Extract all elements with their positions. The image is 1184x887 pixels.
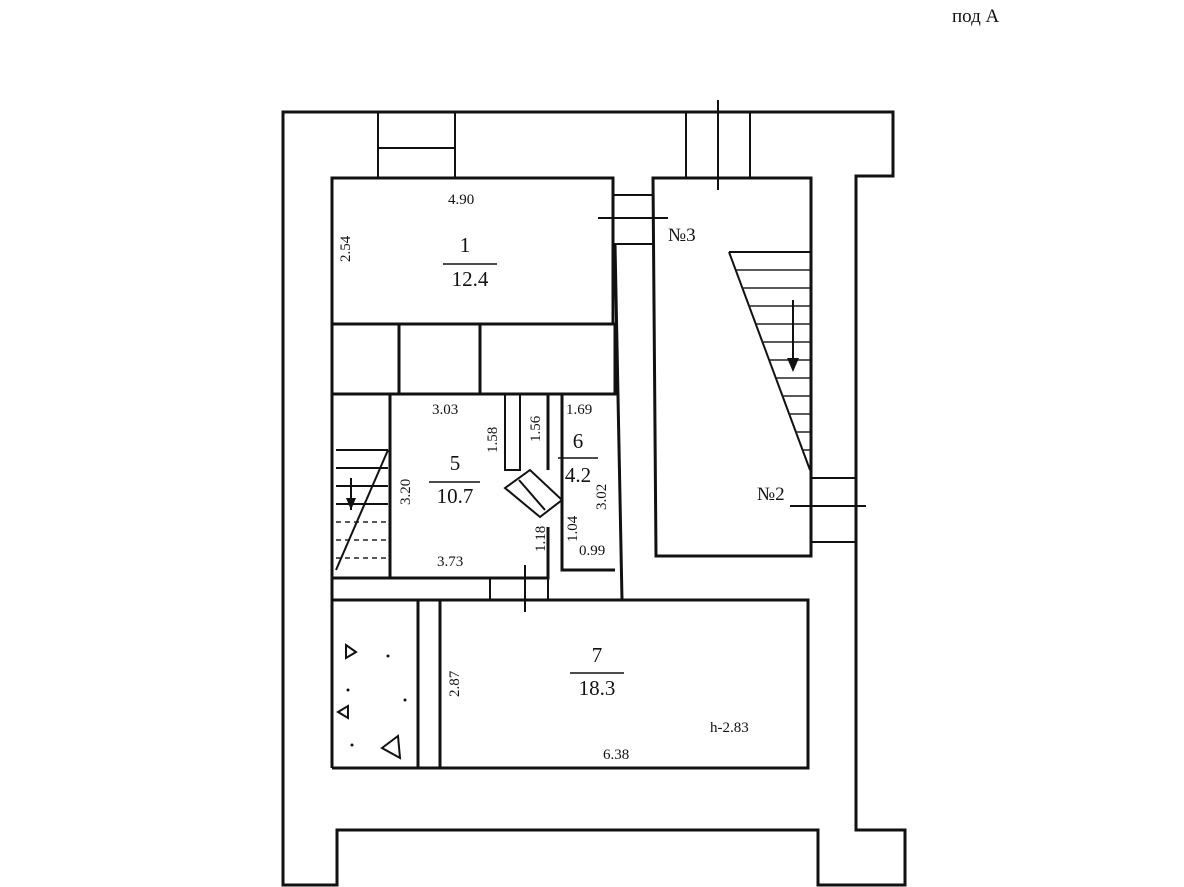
stair-2-label: №2 (757, 484, 785, 505)
door-stair2 (790, 477, 866, 543)
room-7-dim-depth: 2.87 (447, 670, 463, 697)
room-6-dim-1: 1.56 (528, 415, 544, 442)
room-6-number: 6 (573, 429, 584, 453)
room-6-dim-2: 1.69 (566, 402, 592, 418)
triangle-icon-3 (380, 734, 402, 760)
room-5-dim-depth: 3.20 (398, 479, 414, 505)
room-5-dim-bottom: 3.73 (437, 554, 463, 570)
stair-3-treads (728, 251, 811, 471)
room-5-area: 10.7 (437, 484, 474, 508)
room-7 (438, 598, 810, 770)
corridor (332, 565, 808, 612)
lower-left-strip (332, 600, 440, 770)
door-room1-stair3 (598, 194, 668, 245)
room-1-dim-width: 4.90 (448, 192, 474, 208)
room-7-height: h-2.83 (710, 720, 749, 736)
room-7-area: 18.3 (579, 676, 616, 700)
triangle-icon-2 (336, 704, 349, 720)
room-1-dim-depth: 2.54 (338, 235, 354, 262)
room-1-area: 12.4 (452, 267, 489, 291)
room-5-dim-top: 3.03 (432, 402, 458, 418)
room-5-dim-side: 1.58 (485, 427, 501, 453)
room-6 (503, 394, 615, 572)
stairwell-3 (613, 176, 813, 601)
room-6-area: 4.2 (565, 463, 591, 487)
left-stair (330, 392, 392, 580)
triangle-icon-1 (345, 643, 358, 660)
stair-3-arrow-icon (787, 358, 799, 372)
closets-band (330, 322, 617, 396)
stair-3-label: №3 (668, 225, 696, 246)
room-6-dim-5: 1.04 (565, 515, 581, 542)
left-stair-arrow-icon (346, 498, 356, 510)
room-7-dim-width: 6.38 (603, 747, 629, 763)
room-1-number: 1 (460, 233, 471, 257)
room-5-number: 5 (450, 451, 461, 475)
room-6-dim-3: 3.02 (594, 484, 610, 510)
room-6-dim-4: 1.18 (533, 526, 549, 552)
room-6-dim-6: 0.99 (579, 543, 605, 559)
entrance-label: под А (952, 6, 1000, 27)
room-7-number: 7 (592, 643, 603, 667)
